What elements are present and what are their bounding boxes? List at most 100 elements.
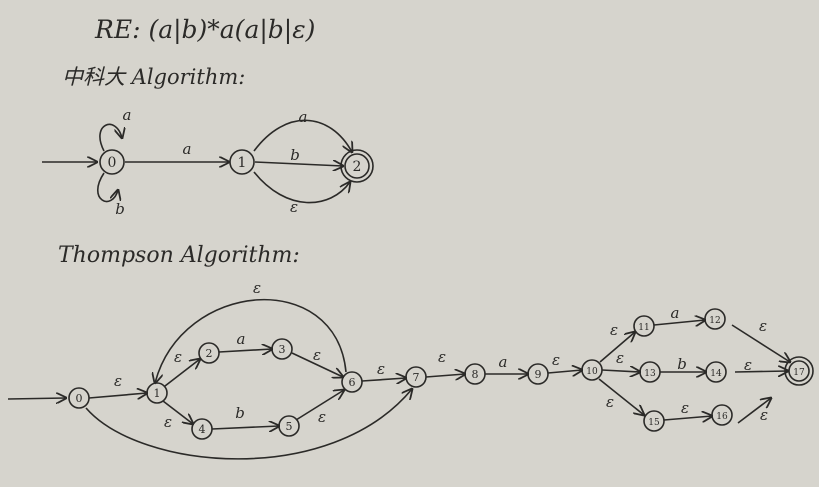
transition-10-15: ε	[598, 378, 644, 415]
state-0: 0	[7, 387, 90, 409]
transition-4-5: b	[211, 404, 279, 429]
transition-arrow	[601, 370, 640, 372]
state-circle	[191, 418, 213, 440]
state-label: 15	[648, 418, 660, 428]
transition-arrow	[663, 416, 712, 420]
transition-10-11: ε	[599, 321, 635, 363]
transition-arrow	[731, 324, 790, 362]
transition-label: a	[237, 330, 246, 348]
transition-label: ε	[606, 393, 614, 411]
transition-label: ε	[253, 279, 261, 297]
transition-label: ε	[174, 348, 182, 366]
state-label: 4	[199, 423, 206, 436]
transition-1-2: ε	[164, 348, 200, 387]
state-circle	[705, 361, 727, 383]
transition-6-7: ε	[361, 360, 406, 381]
transition-arrow	[425, 374, 465, 377]
transition-arrow	[85, 389, 412, 460]
state-label: 9	[535, 368, 542, 381]
transition-label: a	[183, 140, 192, 158]
transition-label: b	[235, 404, 245, 422]
transition-label: ε	[744, 356, 752, 374]
transition-arrow	[291, 352, 343, 377]
transition-arrow	[361, 378, 406, 381]
state-12: 12	[704, 308, 726, 330]
transition-arrow	[99, 123, 122, 152]
state-circle	[633, 315, 655, 337]
state-10: 10	[581, 359, 603, 381]
state-circle	[229, 149, 255, 175]
state-circle	[344, 153, 370, 179]
transition-arrow	[253, 119, 352, 152]
state-circle	[68, 387, 90, 409]
state-circle	[405, 366, 427, 388]
state-label: 12	[709, 316, 720, 326]
transition-label: ε	[290, 198, 298, 216]
state-4: 4	[191, 418, 213, 440]
transition-1-4: ε	[162, 400, 193, 431]
state-label: 11	[638, 323, 649, 333]
method1-heading: 中科大 Algorithm:	[62, 65, 245, 89]
state-label: 3	[279, 343, 286, 356]
transition-0-0: a	[99, 106, 131, 152]
state-label: 5	[286, 420, 293, 433]
transition-label: b	[115, 200, 125, 218]
transition-0-7	[85, 389, 412, 460]
transition-label: b	[290, 146, 300, 164]
transition-1-2: b	[254, 146, 343, 166]
transition-arrow	[155, 298, 347, 383]
transition-6-1: ε	[155, 279, 347, 383]
transition-arrow	[88, 393, 147, 398]
state-3: 3	[271, 338, 293, 360]
transition-label: ε	[760, 406, 768, 424]
state-6: 6	[341, 371, 363, 393]
state-circle	[581, 359, 603, 381]
transition-arrow	[599, 332, 635, 363]
state-label: 10	[586, 367, 598, 377]
state-circle	[639, 361, 661, 383]
state-circle	[788, 360, 810, 382]
state-circle	[271, 338, 293, 360]
transition-0-1: a	[125, 140, 229, 162]
transition-label: ε	[438, 348, 446, 366]
transition-arrow	[734, 371, 788, 372]
transition-0-1: ε	[88, 372, 147, 398]
state-label: 2	[353, 159, 362, 175]
accept-ring	[340, 149, 374, 183]
state-8: 8	[464, 363, 486, 385]
transition-arrow	[653, 320, 705, 325]
transition-label: ε	[114, 372, 122, 390]
transition-label: a	[499, 353, 508, 371]
transition-label: ε	[313, 346, 321, 364]
state-15: 15	[643, 410, 665, 432]
transition-14-17: ε	[734, 356, 788, 374]
transition-arrow	[737, 398, 771, 424]
start-arrow	[7, 398, 66, 399]
state-label: 6	[349, 376, 356, 389]
transition-label: b	[677, 355, 687, 373]
state-13: 13	[639, 361, 661, 383]
state-1: 1	[229, 149, 255, 175]
transition-arrow	[164, 359, 200, 387]
method2-heading: Thompson Algorithm:	[58, 243, 300, 268]
transition-3-6: ε	[291, 346, 343, 377]
transition-2-3: a	[218, 330, 272, 352]
transition-7-8: ε	[425, 348, 465, 377]
transition-arrow	[162, 400, 193, 424]
state-2: 2	[340, 149, 374, 183]
transition-1-2: ε	[253, 171, 350, 216]
state-circle	[711, 404, 733, 426]
transition-arrow	[253, 171, 350, 204]
transition-1-2: a	[253, 108, 352, 152]
state-circle	[146, 382, 168, 404]
state-circle	[99, 149, 125, 175]
state-label: 17	[793, 368, 805, 378]
transition-arrow	[218, 349, 272, 352]
state-circle	[341, 371, 363, 393]
state-0: 0	[42, 149, 125, 175]
state-2: 2	[198, 342, 220, 364]
transition-9-10: ε	[547, 351, 582, 373]
state-label: 1	[154, 387, 161, 400]
transition-label: ε	[164, 413, 172, 431]
state-label: 2	[206, 347, 213, 360]
